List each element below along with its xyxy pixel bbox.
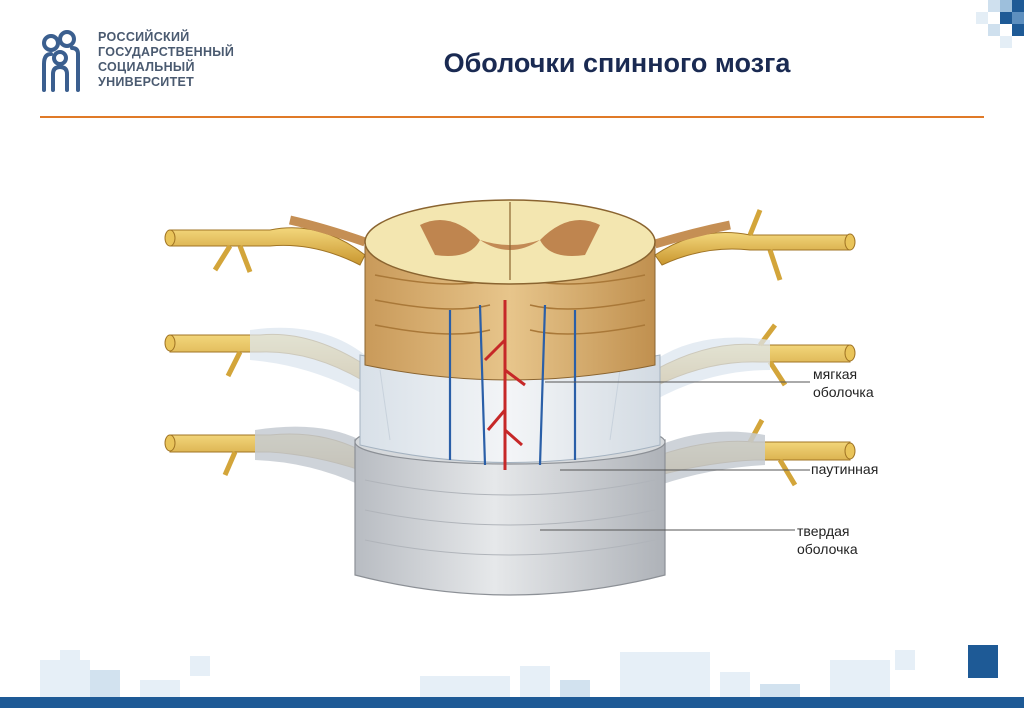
label-line: оболочка bbox=[797, 541, 858, 557]
spinal-nerve-left-upper bbox=[164, 215, 367, 273]
label-dura-membrane: твердая оболочка bbox=[797, 522, 858, 558]
bottom-brand-bar bbox=[0, 697, 1024, 708]
spinal-cord-meninges-illustration bbox=[164, 199, 856, 596]
university-logo: РОССИЙСКИЙ ГОСУДАРСТВЕННЫЙ СОЦИАЛЬНЫЙ УН… bbox=[40, 28, 250, 92]
logo-wordmark: РОССИЙСКИЙ ГОСУДАРСТВЕННЫЙ СОЦИАЛЬНЫЙ УН… bbox=[98, 30, 234, 90]
spinal-nerve-left-lower bbox=[164, 426, 361, 485]
label-line: оболочка bbox=[813, 384, 874, 400]
bottom-pixel-decoration bbox=[40, 650, 915, 697]
title-divider bbox=[40, 116, 984, 118]
label-line: твердая bbox=[797, 523, 850, 539]
spinal-nerve-right-upper bbox=[653, 209, 856, 281]
people-logo-icon bbox=[42, 30, 80, 92]
logo-line: УНИВЕРСИТЕТ bbox=[98, 75, 195, 89]
page-title: Оболочки спинного мозга bbox=[443, 48, 791, 78]
logo-line: ГОСУДАРСТВЕННЫЙ bbox=[98, 45, 235, 59]
label-soft-membrane: мягкая оболочка bbox=[813, 365, 874, 401]
label-arachnoid-membrane: паутинная bbox=[811, 460, 878, 478]
spinal-nerve-left-middle bbox=[164, 327, 366, 395]
label-line: паутинная bbox=[811, 461, 879, 477]
logo-line: СОЦИАЛЬНЫЙ bbox=[98, 60, 195, 74]
label-line: мягкая bbox=[813, 366, 858, 382]
spinal-cord-cross-section bbox=[364, 199, 656, 285]
logo-line: РОССИЙСКИЙ bbox=[98, 30, 190, 44]
corner-pixel-decoration bbox=[976, 0, 1024, 48]
label-leader-lines bbox=[540, 381, 810, 531]
slide-nav-square[interactable] bbox=[968, 645, 998, 678]
